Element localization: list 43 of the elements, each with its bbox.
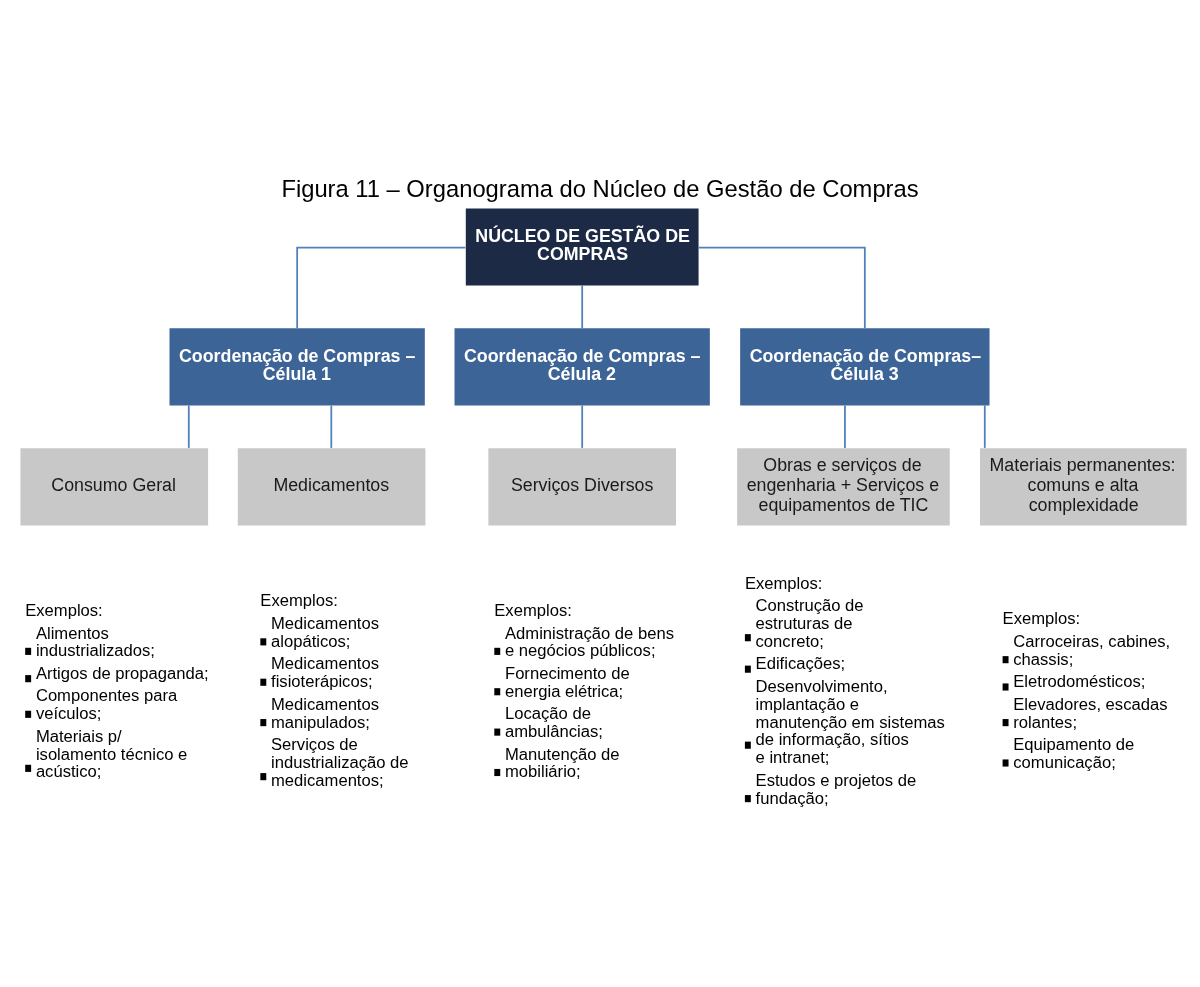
node-label: Fornecimento de energia elétrica;	[504, 663, 630, 701]
node-label: Serviços de industrialização de medicamentos;	[271, 734, 409, 790]
node-label: Carroceiras, cabines, chassis;	[1013, 631, 1171, 669]
node-label: Administração de bens e negócios públicos;	[504, 623, 674, 660]
node-box: Serviços Diversos	[488, 447, 676, 525]
node-label: Materiais p/ isolamento técnico e acústico;	[35, 726, 188, 781]
node-box: Medicamentos	[237, 447, 426, 525]
node-label: Equipamento de comunicação;	[1013, 734, 1135, 772]
connector	[296, 246, 467, 329]
node-label: Componentes para veículos;	[35, 685, 178, 723]
node-label: Construção de estruturas de concreto;	[755, 595, 864, 651]
node-label: Artigos de propaganda;	[35, 663, 209, 683]
node-label: Medicamentos fisioterápicos;	[271, 653, 380, 691]
node-label: Exemplos:	[260, 590, 338, 610]
node-box: Materiais permanentes: comuns e alta complexidade	[980, 447, 1187, 525]
node-label: Desenvolvimento, implantação e manutenção em sistemas de informação, sítios e intranet;	[755, 676, 945, 767]
node-box: Coordenação de Compras– Célula 3	[740, 327, 990, 405]
node-label: Exemplos:	[744, 573, 823, 593]
connector	[844, 404, 846, 449]
connector	[581, 284, 584, 329]
node-box: Coordenação de Compras – Célula 1	[169, 327, 425, 405]
node-label: Manutenção de mobiliário;	[504, 744, 620, 781]
connector	[187, 404, 190, 449]
node-box: Obras e serviços de engenharia + Serviços e equipamentos de TIC	[737, 447, 950, 525]
connector	[330, 404, 333, 449]
node-label: Locação de ambulâncias;	[504, 703, 603, 741]
node-label: Eletrodomésticos;	[1013, 671, 1146, 691]
connector	[983, 404, 986, 449]
diagram-title: Figura 11 – Organograma do Núcleo de Gestão de Compras	[281, 174, 919, 201]
node-label: Alimentos industrializados;	[35, 623, 155, 660]
node-box: NÚCLEO DE GESTÃO DE COMPRAS	[465, 207, 699, 286]
node-label: Exemplos:	[1002, 608, 1081, 628]
node-box: Coordenação de Compras – Célula 2	[454, 327, 710, 405]
node-label: Exemplos:	[494, 600, 572, 620]
connector	[697, 246, 866, 329]
node-label: Medicamentos manipulados;	[271, 694, 380, 732]
node-label: Edificações;	[755, 653, 846, 673]
connector	[581, 404, 584, 449]
node-label: Exemplos:	[25, 600, 103, 620]
node-box: Consumo Geral	[20, 447, 209, 525]
node-label: Medicamentos alopáticos;	[271, 613, 380, 651]
node-label: Elevadores, escadas rolantes;	[1013, 694, 1168, 732]
node-label: Estudos e projetos de fundação;	[755, 770, 917, 808]
